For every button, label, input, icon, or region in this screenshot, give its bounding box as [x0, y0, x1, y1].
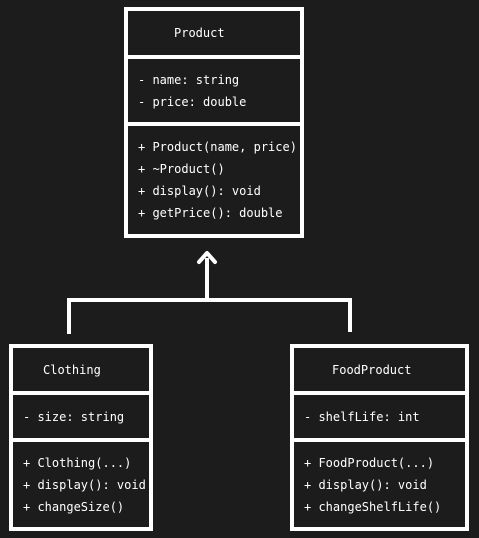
attribute: - shelfLife: int [304, 409, 420, 424]
method: + Clothing(...) [23, 456, 132, 470]
method: + FoodProduct(...) [304, 456, 435, 470]
method: + changeSize() [23, 500, 125, 514]
class-product-methods: + Product(name, price) + ~Product() + di… [128, 126, 300, 224]
attribute: - price: double [138, 94, 247, 109]
class-name: Clothing [43, 362, 101, 377]
class-clothing-attributes: - size: string [13, 395, 149, 442]
method: + Product(name, price) [138, 140, 297, 154]
inheritance-arrowhead-icon [197, 251, 217, 264]
method: + ~Product() [138, 162, 225, 176]
class-clothing-methods: + Clothing(...) + display(): void + chan… [13, 442, 149, 518]
attribute: - name: string [138, 72, 240, 87]
class-product-attributes: - name: string - price: double [128, 59, 300, 126]
class-clothing: Clothing - size: string + Clothing(...) … [9, 344, 153, 531]
class-foodproduct-methods: + FoodProduct(...) + display(): void + c… [294, 442, 465, 518]
method: + display(): void [138, 184, 261, 198]
method: + getPrice(): double [138, 206, 283, 220]
class-name: Product [174, 26, 225, 40]
method: + display(): void [304, 478, 427, 492]
class-clothing-title: Clothing [13, 348, 149, 395]
class-foodproduct-attributes: - shelfLife: int [294, 395, 465, 442]
class-foodproduct: FoodProduct - shelfLife: int + FoodProdu… [290, 344, 469, 531]
attribute: - size: string [23, 409, 125, 424]
class-foodproduct-title: FoodProduct [294, 348, 465, 395]
class-product: Product - name: string - price: double +… [124, 7, 304, 238]
class-product-title: Product [128, 11, 300, 59]
method: + changeShelfLife() [304, 500, 442, 514]
method: + display(): void [23, 478, 146, 492]
class-name: FoodProduct [332, 362, 412, 377]
